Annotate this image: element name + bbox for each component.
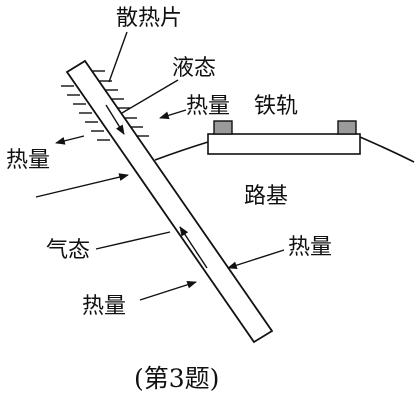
ground-line xyxy=(154,136,415,163)
gas-flow-arrow xyxy=(179,226,208,269)
figure-caption: (第3题) xyxy=(134,364,220,393)
label-roadbed: 路基 xyxy=(244,184,289,209)
rail-head-left xyxy=(213,120,233,135)
label-liquid-state: 液态 xyxy=(172,56,217,81)
label-heat-right: 热量 xyxy=(288,235,333,260)
rail-sleeper xyxy=(207,133,361,155)
label-heat-left: 热量 xyxy=(6,148,51,173)
heat-arrow-ground-in xyxy=(35,173,129,198)
heat-arrow-left xyxy=(55,135,85,145)
gas-leader xyxy=(95,231,171,250)
heat-arrow-right xyxy=(227,249,285,270)
label-rail: 铁轨 xyxy=(254,94,299,119)
rail-head-right xyxy=(337,120,357,135)
heat-sink-fins-left xyxy=(61,85,110,141)
heat-sink-leader xyxy=(108,31,128,83)
label-gas-state: 气态 xyxy=(46,238,91,263)
heat-arrow-top-right xyxy=(159,109,187,120)
liquid-flow-arrow xyxy=(105,104,125,135)
label-heat-top-right: 热量 xyxy=(186,94,231,119)
heat-arrow-bottom xyxy=(139,280,197,301)
label-heat-sink: 散热片 xyxy=(116,6,183,31)
liquid-leader xyxy=(121,79,179,114)
label-heat-bottom: 热量 xyxy=(82,294,127,319)
